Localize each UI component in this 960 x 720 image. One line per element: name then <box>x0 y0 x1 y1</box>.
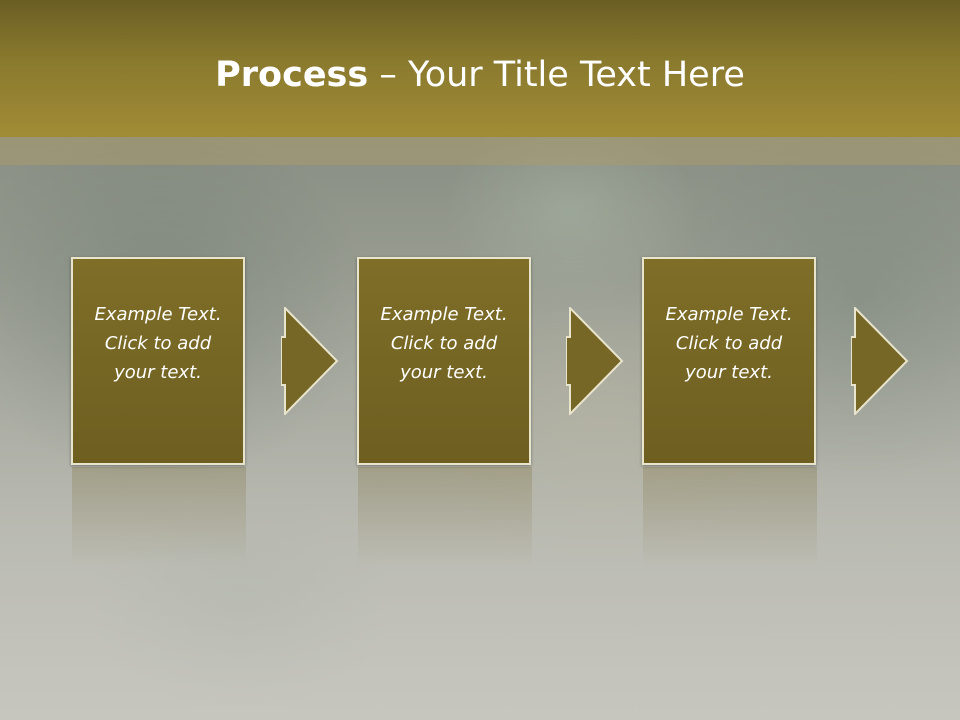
step-2-box[interactable]: Example Text. Click to add your text. <box>357 257 531 465</box>
step-3-box[interactable]: Example Text. Click to add your text. <box>642 257 816 465</box>
step-1-arrow-icon <box>281 307 339 415</box>
step-2-line-1: Example Text. <box>380 303 508 325</box>
step-1-box[interactable]: Example Text. Click to add your text. <box>71 257 245 465</box>
step-3-reflection <box>643 467 817 567</box>
step-3-line-3: your text. <box>685 361 773 383</box>
step-3-text: Example Text. Click to add your text. <box>654 300 804 387</box>
step-3-line-1: Example Text. <box>665 303 793 325</box>
step-1-line-3: your text. <box>114 361 202 383</box>
slide-title[interactable]: Process – Your Title Text Here <box>0 52 960 98</box>
title-bar <box>0 0 960 137</box>
step-1-line-2: Click to add <box>104 332 212 354</box>
step-3-line-2: Click to add <box>675 332 783 354</box>
step-2-reflection <box>358 467 532 567</box>
step-1-reflection <box>72 467 246 567</box>
step-2-text: Example Text. Click to add your text. <box>369 300 519 387</box>
step-1-text: Example Text. Click to add your text. <box>83 300 233 387</box>
step-2-arrow-icon <box>566 307 624 415</box>
header-accent-band <box>0 137 960 165</box>
slide-title-rest: – Your Title Text Here <box>368 55 745 95</box>
step-2-line-3: your text. <box>400 361 488 383</box>
step-1-line-1: Example Text. <box>94 303 222 325</box>
step-3-arrow-icon <box>851 307 909 415</box>
step-2-line-2: Click to add <box>390 332 498 354</box>
slide-title-bold: Process <box>215 55 369 95</box>
